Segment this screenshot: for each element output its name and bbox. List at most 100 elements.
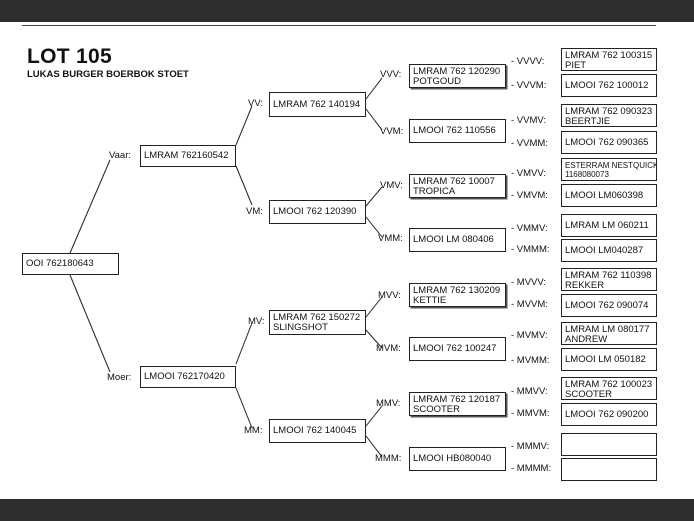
mm-id: LMOOI 762 140045	[273, 425, 357, 436]
vvvm-box: LMOOI 762 100012	[561, 74, 657, 97]
mv-line2: SLINGSHOT	[273, 322, 328, 333]
vvmv-box: LMRAM 762 090323 BEERTJIE	[561, 104, 657, 127]
connector-vaar-vm	[235, 165, 253, 206]
connector-mm-mmm	[365, 435, 383, 458]
vvm-label: VVM:	[380, 126, 404, 137]
connector-vaar-vv	[235, 105, 253, 146]
mmvv-label: - MMVV:	[511, 386, 548, 397]
vvmm-id: LMOOI 762 090365	[565, 136, 649, 148]
vvmv-line1: LMRAM 762 090323	[565, 106, 653, 117]
mmvm-id: LMOOI 762 090200	[565, 408, 649, 420]
connector-moer-mm	[235, 387, 253, 429]
mvv-line1: LMRAM 762 130209	[413, 285, 501, 296]
vvm-box: LMOOI 762 110556	[409, 119, 506, 143]
mvvm-label: - MVVM:	[511, 299, 548, 310]
mmmm-label: - MMMM:	[511, 463, 552, 474]
mvvv-line2: REKKER	[565, 280, 605, 291]
vvmm-box: LMOOI 762 090365	[561, 131, 657, 154]
lot-title: LOT 105	[27, 45, 112, 68]
mmm-label: MMM:	[375, 453, 402, 464]
animal-id: OOI 762180643	[26, 258, 94, 269]
connector-mm-mmv	[365, 405, 383, 427]
mmv-line2: SCOOTER	[413, 404, 460, 415]
vmm-id: LMOOI LM 080406	[413, 234, 494, 245]
mvmv-label: - MVMV:	[511, 330, 548, 341]
vmmv-label: - VMMV:	[511, 223, 548, 234]
vmm-label: VMM:	[378, 233, 403, 244]
vmvm-id: LMOOI LM060398	[565, 189, 644, 201]
mvvm-id: LMOOI 762 090074	[565, 299, 649, 311]
bottom-bar	[0, 499, 694, 521]
vmv-line2: TROPICA	[413, 186, 456, 197]
vv-box: LMRAM 762 140194	[269, 92, 366, 117]
connector-moer-mv	[235, 322, 253, 365]
vmvv-line2: 1168080073	[565, 170, 609, 179]
mvvv-box: LMRAM 762 110398 REKKER	[561, 268, 657, 291]
mmm-id: LMOOI HB080040	[413, 453, 492, 464]
vvv-label: VVV:	[380, 69, 402, 80]
mvmm-label: - MVMM:	[511, 355, 550, 366]
breeder-name: LUKAS BURGER BOERBOK STOET	[27, 69, 189, 80]
vvvv-label: - VVVV:	[511, 56, 545, 67]
mvm-id: LMOOI 762 100247	[413, 343, 497, 354]
mvvv-label: - MVVV:	[511, 277, 547, 288]
connector-animal-moer	[69, 274, 111, 373]
mmvm-box: LMOOI 762 090200	[561, 403, 657, 426]
mvmm-box: LMOOI LM 050182	[561, 348, 657, 371]
vv-id: LMRAM 762 140194	[273, 98, 361, 110]
vvm-id: LMOOI 762 110556	[413, 125, 496, 136]
mvmv-line1: LMRAM LM 080177	[565, 324, 650, 335]
moer-box: LMOOI 762170420	[140, 366, 236, 388]
vmmv-id: LMRAM LM 060211	[565, 219, 649, 231]
top-bar	[0, 0, 694, 22]
mvmm-id: LMOOI LM 050182	[565, 353, 646, 365]
mvv-label: MVV:	[378, 290, 401, 301]
mmmv-box	[561, 433, 657, 456]
moer-label: Moer:	[107, 372, 132, 383]
animal-box: OOI 762180643	[22, 253, 119, 275]
vm-label: VM:	[246, 206, 263, 217]
vm-id: LMOOI 762 120390	[273, 206, 357, 217]
vmvm-box: LMOOI LM060398	[561, 184, 657, 207]
vvvv-box: LMRAM 762 100315 PIET	[561, 48, 657, 71]
vv-label: VV:	[248, 98, 263, 109]
mmvm-label: - MMVM:	[511, 408, 550, 419]
vaar-id: LMRAM 762160542	[144, 150, 229, 161]
header-rule	[22, 25, 656, 26]
mm-box: LMOOI 762 140045	[269, 419, 366, 443]
connector-vv-vvm	[365, 108, 383, 131]
mm-label: MM:	[244, 425, 263, 436]
mmvv-line1: LMRAM 762 100023	[565, 379, 653, 390]
vmv-box: LMRAM 762 10007 TROPICA	[409, 174, 506, 198]
mmv-label: MMV:	[376, 398, 401, 409]
vmvv-line1: ESTERRAM NESTQUICK	[565, 161, 657, 170]
vvv-line1: LMRAM 762 120290	[413, 66, 501, 77]
vvmm-label: - VVMM:	[511, 138, 548, 149]
vmvm-label: - VMVM:	[511, 190, 548, 201]
mmvv-line2: SCOOTER	[565, 389, 612, 400]
vmv-line1: LMRAM 762 10007	[413, 176, 495, 187]
mmm-box: LMOOI HB080040	[409, 447, 506, 471]
mvmv-box: LMRAM LM 080177 ANDREW	[561, 322, 657, 345]
mmvv-box: LMRAM 762 100023 SCOOTER	[561, 377, 657, 400]
vvvv-line2: PIET	[565, 60, 587, 71]
mvv-line2: KETTIE	[413, 295, 447, 306]
vmm-box: LMOOI LM 080406	[409, 228, 506, 252]
connector-vv-vvv	[365, 77, 383, 100]
mvv-box: LMRAM 762 130209 KETTIE	[409, 283, 506, 307]
vvv-line2: POTGOUD	[413, 76, 462, 87]
connector-animal-vaar	[69, 159, 111, 254]
mvm-label: MVM:	[376, 343, 401, 354]
vmv-label: VMV:	[380, 180, 403, 191]
vaar-box: LMRAM 762160542	[140, 145, 236, 167]
vm-box: LMOOI 762 120390	[269, 200, 366, 224]
mv-box: LMRAM 762 150272 SLINGSHOT	[269, 310, 366, 335]
vaar-label: Vaar:	[109, 150, 132, 161]
mmmm-box	[561, 458, 657, 481]
connector-mv-mvm	[365, 329, 383, 349]
mv-label: MV:	[248, 316, 265, 327]
vvvv-line1: LMRAM 762 100315	[565, 50, 653, 61]
mmv-line1: LMRAM 762 120187	[413, 394, 501, 405]
mvmv-line2: ANDREW	[565, 334, 608, 345]
